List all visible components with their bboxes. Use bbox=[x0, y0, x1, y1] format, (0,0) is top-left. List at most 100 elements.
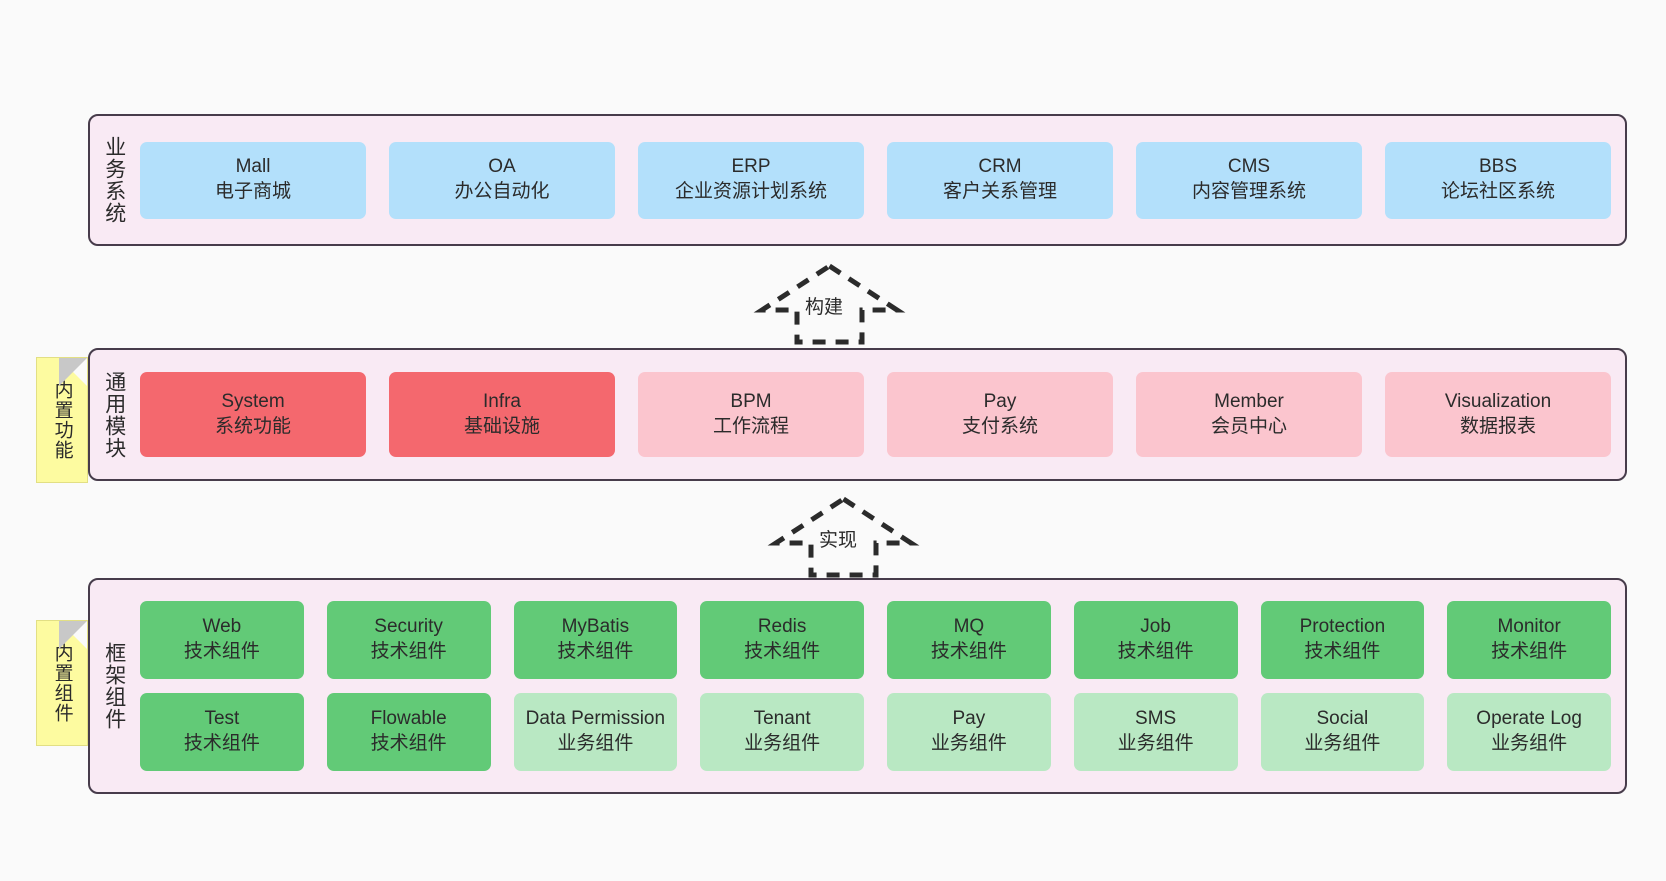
layer-title-framework-component: 框架组件 bbox=[102, 642, 126, 730]
card-title: Operate Log bbox=[1476, 708, 1582, 730]
card-title: ERP bbox=[731, 156, 771, 178]
framework-business-component-row: Test 技术组件 Flowable 技术组件 Data Permission … bbox=[140, 693, 1611, 771]
connector-build: 构建 bbox=[753, 262, 906, 345]
card-job[interactable]: Job 技术组件 bbox=[1073, 601, 1238, 679]
card-subtitle: 技术组件 bbox=[370, 641, 447, 662]
card-subtitle: 办公自动化 bbox=[454, 181, 550, 202]
card-title: Protection bbox=[1299, 616, 1386, 638]
connector-implement-label: 实现 bbox=[819, 530, 858, 551]
card-title: MQ bbox=[953, 616, 985, 638]
card-subtitle: 技术组件 bbox=[370, 733, 447, 754]
card-operate-log[interactable]: Operate Log 业务组件 bbox=[1447, 693, 1611, 771]
card-subtitle: 电子商城 bbox=[214, 181, 291, 202]
card-subtitle: 业务组件 bbox=[557, 733, 634, 754]
card-social[interactable]: Social 业务组件 bbox=[1260, 693, 1425, 771]
card-subtitle: 论坛社区系统 bbox=[1440, 181, 1555, 202]
card-mall[interactable]: Mall 电子商城 bbox=[140, 141, 366, 219]
card-title: Monitor bbox=[1497, 616, 1561, 638]
card-subtitle: 客户关系管理 bbox=[942, 181, 1057, 202]
layer-title-business-system: 业务系统 bbox=[102, 136, 126, 224]
card-subtitle: 技术组件 bbox=[744, 641, 821, 662]
layer-body-framework-component: Web 技术组件 Security 技术组件 MyBatis 技术组件 Redi… bbox=[138, 580, 1625, 792]
card-title: CMS bbox=[1227, 156, 1271, 178]
card-subtitle: 技术组件 bbox=[183, 641, 260, 662]
card-title: Mall bbox=[235, 156, 271, 178]
sticky-note-builtin-feature: 内置功能 bbox=[36, 357, 88, 483]
card-security[interactable]: Security 技术组件 bbox=[326, 601, 491, 679]
card-subtitle: 会员中心 bbox=[1210, 415, 1287, 437]
card-subtitle: 业务组件 bbox=[1491, 733, 1568, 754]
sticky-note-label: 内置组件 bbox=[51, 643, 73, 723]
card-crm[interactable]: CRM 客户关系管理 bbox=[887, 141, 1113, 219]
card-title: Web bbox=[202, 616, 242, 638]
card-oa[interactable]: OA 办公自动化 bbox=[389, 141, 615, 219]
card-sms[interactable]: SMS 业务组件 bbox=[1073, 693, 1238, 771]
card-title: CRM bbox=[978, 156, 1022, 178]
layer-title-common-module: 通用模块 bbox=[102, 370, 126, 459]
card-subtitle: 业务组件 bbox=[744, 733, 821, 754]
card-title: Job bbox=[1140, 616, 1171, 638]
card-title: Social bbox=[1316, 708, 1369, 730]
card-title: Tenant bbox=[753, 708, 811, 730]
layer-framework-component: 框架组件 Web 技术组件 Security 技术组件 MyBatis 技术组件… bbox=[88, 578, 1627, 794]
card-member[interactable]: Member 会员中心 bbox=[1136, 372, 1362, 457]
card-visualization[interactable]: Visualization 数据报表 bbox=[1385, 372, 1611, 457]
card-title: Security bbox=[374, 616, 443, 638]
card-tenant[interactable]: Tenant 业务组件 bbox=[700, 693, 864, 771]
card-subtitle: 技术组件 bbox=[183, 733, 260, 754]
card-cms[interactable]: CMS 内容管理系统 bbox=[1136, 141, 1362, 219]
card-subtitle: 技术组件 bbox=[557, 641, 634, 662]
card-monitor[interactable]: Monitor 技术组件 bbox=[1447, 601, 1611, 679]
common-module-card-row: System 系统功能 Infra 基础设施 BPM 工作流程 Pay 支付系统… bbox=[140, 372, 1611, 457]
card-bpm[interactable]: BPM 工作流程 bbox=[638, 372, 864, 457]
card-mybatis[interactable]: MyBatis 技术组件 bbox=[513, 601, 678, 679]
card-subtitle: 支付系统 bbox=[961, 415, 1038, 437]
card-title: Data Permission bbox=[525, 708, 666, 730]
card-bbs[interactable]: BBS 论坛社区系统 bbox=[1385, 141, 1611, 219]
card-title: Redis bbox=[757, 616, 807, 638]
sticky-note-builtin-component: 内置组件 bbox=[36, 620, 88, 746]
card-title: Test bbox=[204, 708, 240, 730]
card-subtitle: 基础设施 bbox=[463, 415, 540, 437]
card-data-permission[interactable]: Data Permission 业务组件 bbox=[513, 693, 678, 771]
layer-body-business-system: Mall 电子商城 OA 办公自动化 ERP 企业资源计划系统 CRM 客户关系… bbox=[138, 116, 1625, 244]
card-subtitle: 企业资源计划系统 bbox=[674, 181, 827, 202]
card-pay[interactable]: Pay 支付系统 bbox=[887, 372, 1113, 457]
card-subtitle: 技术组件 bbox=[930, 641, 1007, 662]
card-infra[interactable]: Infra 基础设施 bbox=[389, 372, 615, 457]
card-title: Pay bbox=[983, 390, 1017, 412]
card-subtitle: 业务组件 bbox=[1304, 733, 1381, 754]
card-title: MyBatis bbox=[561, 616, 630, 638]
card-title: Member bbox=[1214, 390, 1284, 412]
card-title: OA bbox=[488, 156, 516, 178]
framework-tech-component-row: Web 技术组件 Security 技术组件 MyBatis 技术组件 Redi… bbox=[140, 601, 1611, 679]
layer-common-module: 通用模块 System 系统功能 Infra 基础设施 BPM 工作流程 Pay… bbox=[88, 348, 1627, 481]
connector-build-label: 构建 bbox=[805, 297, 844, 318]
card-flowable[interactable]: Flowable 技术组件 bbox=[326, 693, 491, 771]
card-subtitle: 技术组件 bbox=[1117, 641, 1194, 662]
card-title: BPM bbox=[730, 390, 772, 412]
card-title: SMS bbox=[1135, 708, 1177, 730]
card-pay-business[interactable]: Pay 业务组件 bbox=[887, 693, 1051, 771]
card-title: Infra bbox=[482, 390, 522, 412]
card-subtitle: 业务组件 bbox=[1117, 733, 1194, 754]
card-title: BBS bbox=[1478, 156, 1518, 178]
card-test[interactable]: Test 技术组件 bbox=[140, 693, 304, 771]
layer-business-system: 业务系统 Mall 电子商城 OA 办公自动化 ERP 企业资源计划系统 CRM… bbox=[88, 114, 1627, 246]
layer-body-common-module: System 系统功能 Infra 基础设施 BPM 工作流程 Pay 支付系统… bbox=[138, 350, 1625, 479]
card-subtitle: 系统功能 bbox=[214, 415, 291, 437]
card-title: Pay bbox=[952, 708, 986, 730]
card-subtitle: 内容管理系统 bbox=[1191, 181, 1306, 202]
card-protection[interactable]: Protection 技术组件 bbox=[1260, 601, 1425, 679]
card-web[interactable]: Web 技术组件 bbox=[140, 601, 304, 679]
card-system[interactable]: System 系统功能 bbox=[140, 372, 366, 457]
card-redis[interactable]: Redis 技术组件 bbox=[700, 601, 864, 679]
connector-implement: 实现 bbox=[767, 495, 920, 578]
card-mq[interactable]: MQ 技术组件 bbox=[887, 601, 1051, 679]
card-title: Visualization bbox=[1444, 390, 1552, 412]
sticky-note-label: 内置功能 bbox=[51, 380, 73, 460]
card-title: Flowable bbox=[370, 708, 447, 730]
card-subtitle: 业务组件 bbox=[930, 733, 1007, 754]
card-erp[interactable]: ERP 企业资源计划系统 bbox=[638, 141, 864, 219]
